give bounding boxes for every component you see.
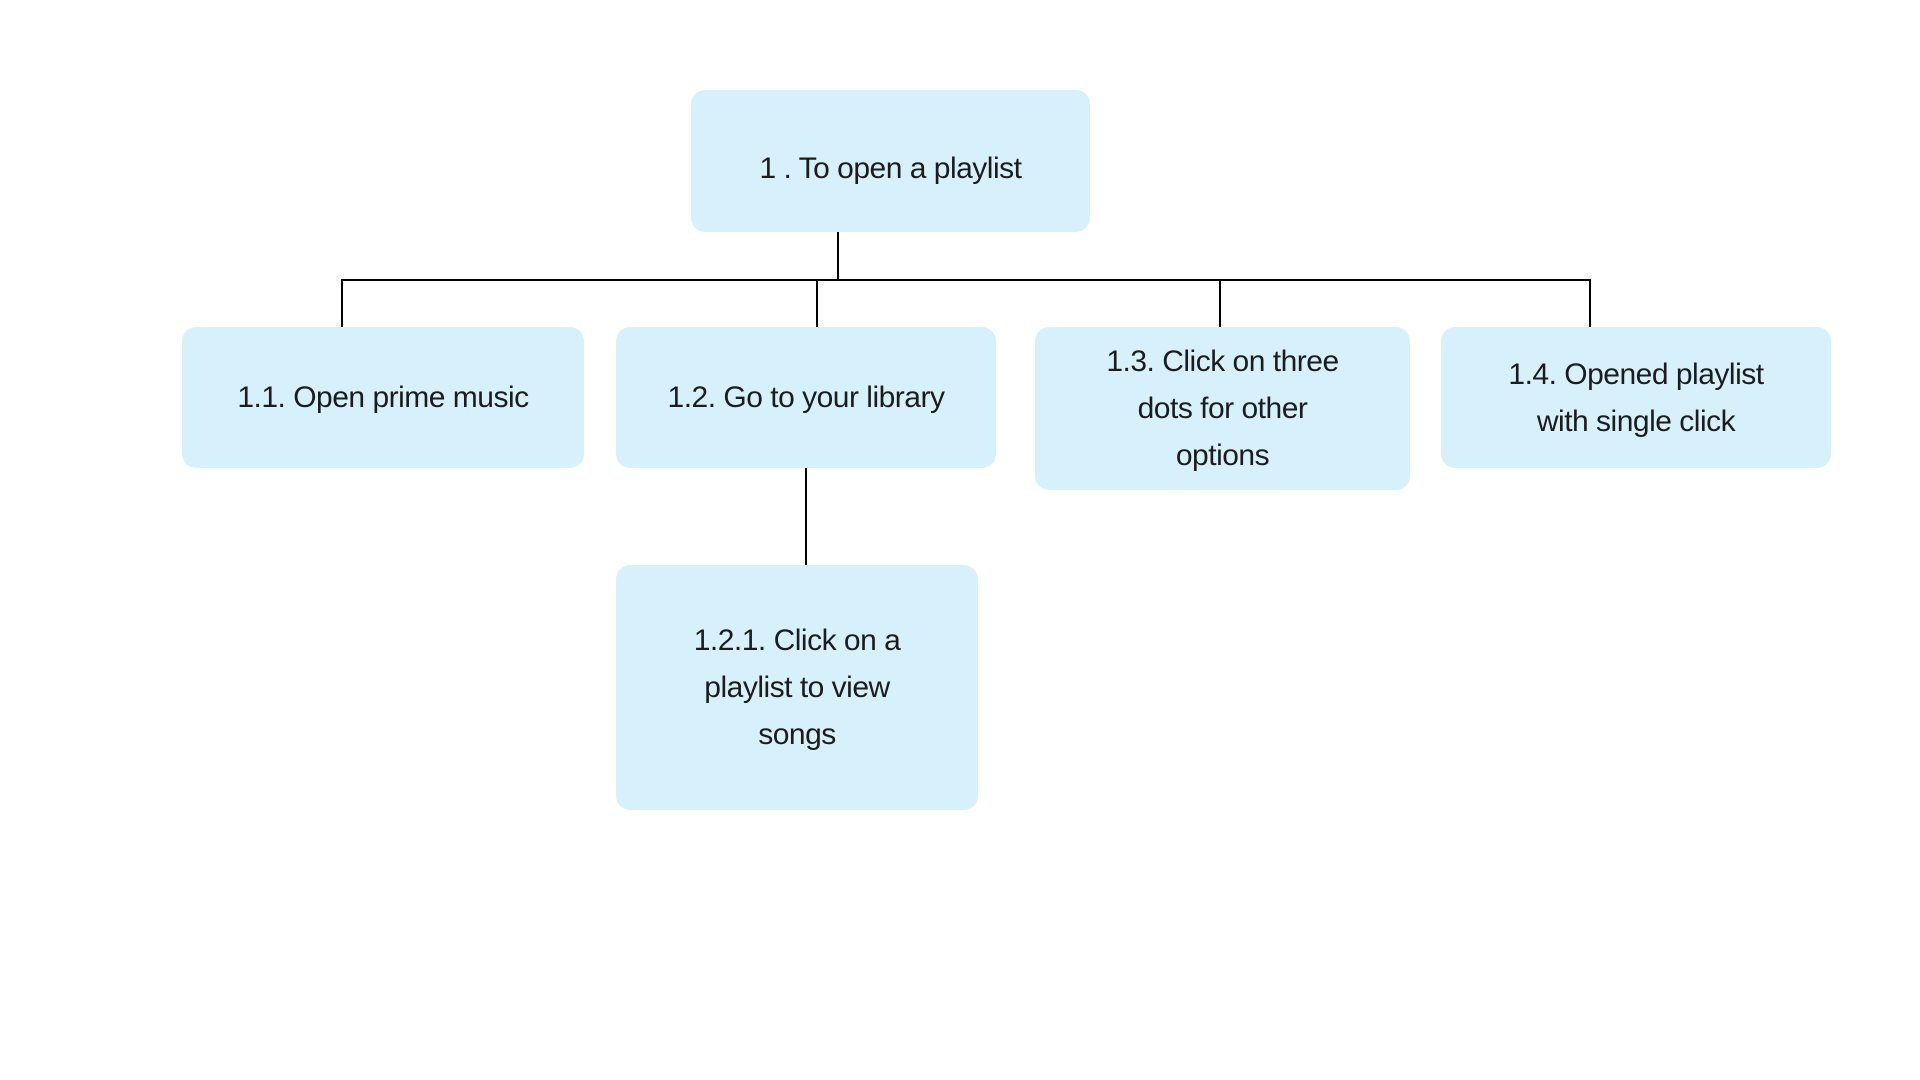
node-root: 1 . To open a playlist (691, 90, 1090, 232)
node-1-3: 1.3. Click on three dots for other optio… (1035, 327, 1410, 490)
node-1-2: 1.2. Go to your library (616, 327, 996, 468)
connector-to-1-3 (1219, 279, 1221, 327)
node-root-label: 1 . To open a playlist (759, 151, 1022, 185)
node-1-4-label: 1.4. Opened playlist with single click (1508, 357, 1764, 438)
node-1-2-1: 1.2.1. Click on a playlist to view songs (616, 565, 978, 810)
node-1-3-label: 1.3. Click on three dots for other optio… (1106, 345, 1339, 472)
connector-to-1-2 (816, 279, 818, 327)
node-1-2-1-label: 1.2.1. Click on a playlist to view songs (693, 624, 901, 751)
connector-root-down (837, 232, 839, 280)
connector-horizontal-bus (341, 279, 1591, 281)
node-1-1-label: 1.1. Open prime music (237, 381, 529, 414)
node-1-2-label: 1.2. Go to your library (667, 381, 945, 414)
node-1-1: 1.1. Open prime music (182, 327, 584, 468)
connector-to-1-4 (1589, 279, 1591, 327)
connector-to-1-1 (341, 279, 343, 327)
node-1-4: 1.4. Opened playlist with single click (1441, 327, 1831, 468)
connector-1-2-to-1-2-1 (805, 468, 807, 565)
